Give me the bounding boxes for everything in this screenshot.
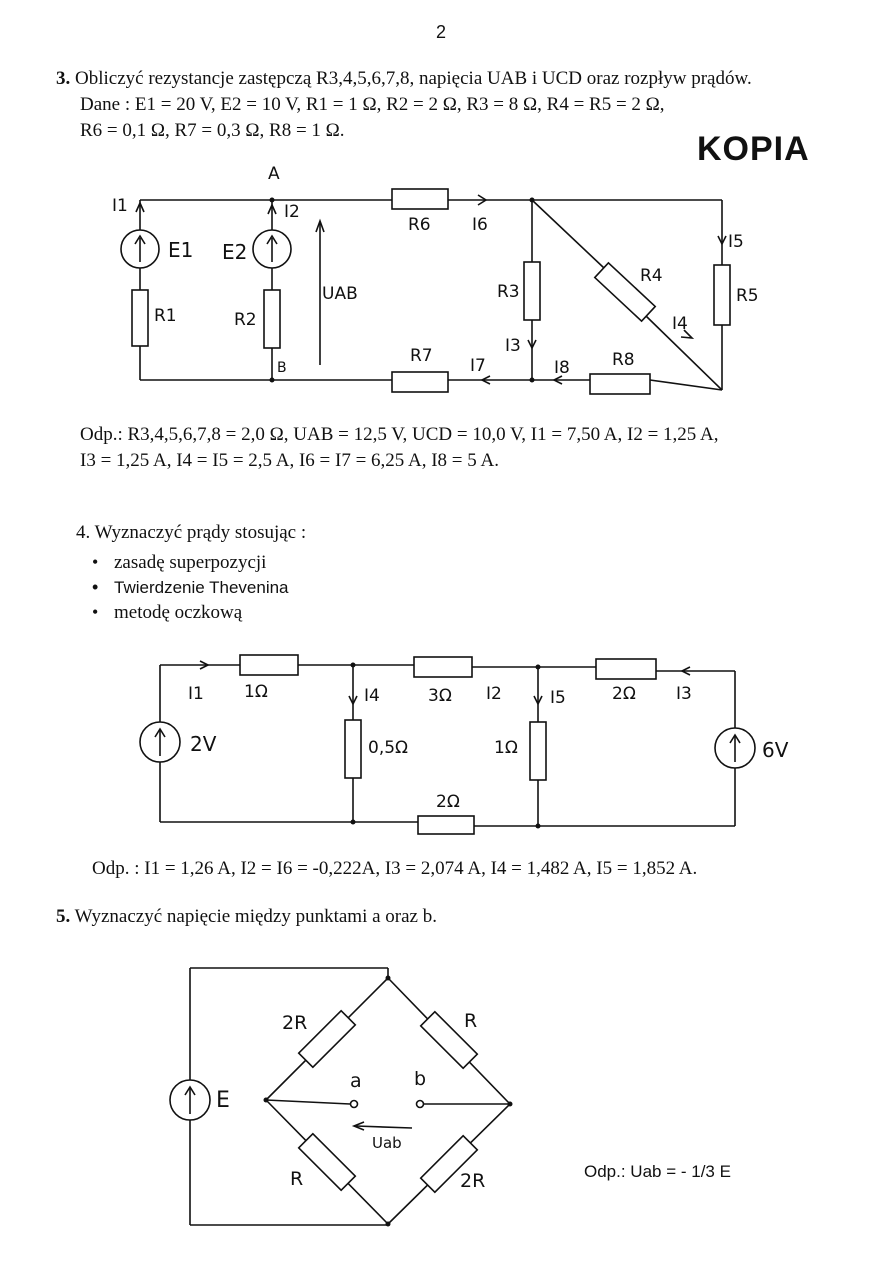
c5-2r-bot-label: 2R xyxy=(460,1170,486,1192)
c4-2v-label: 2V xyxy=(190,732,217,756)
method-superposition: zasadę superpozycji xyxy=(92,550,289,575)
page-number: 2 xyxy=(436,22,447,42)
method-mesh: metodę oczkową xyxy=(92,600,289,625)
c5-uab-label: Uab xyxy=(372,1134,402,1152)
problem-5-answer: Odp.: Uab = - 1/3 E xyxy=(584,1162,731,1181)
r6-label: R6 xyxy=(408,215,431,235)
c5-r-bot-label: R xyxy=(290,1168,304,1190)
problem-3-data-line: Dane : E1 = 20 V, E2 = 10 V, R1 = 1 Ω, R… xyxy=(80,94,665,115)
problem-4-number: 4. xyxy=(76,522,91,543)
point-b-label: b xyxy=(414,1068,427,1090)
i3-label: I3 xyxy=(505,336,521,356)
c5-e-label: E xyxy=(216,1088,230,1113)
problem-3-statement: Obliczyć rezystancje zastępczą R3,4,5,6,… xyxy=(75,68,752,89)
c4-i2-label: I2 xyxy=(486,684,502,704)
c5-r-top-label: R xyxy=(464,1010,478,1032)
r4-label: R4 xyxy=(640,266,663,286)
c4-r05-label: 0,5Ω xyxy=(368,738,409,758)
uab-label: UAB xyxy=(322,284,358,304)
r1-label: R1 xyxy=(154,306,177,326)
method-thevenin: Twierdzenie Thevenina xyxy=(92,575,289,600)
i8-label: I8 xyxy=(554,358,570,378)
problem-4-answer: Odp. : I1 = 1,26 A, I2 = I6 = -0,222A, I… xyxy=(92,858,698,879)
problem-5-title: Wyznaczyć napięcie między punktami a ora… xyxy=(74,906,437,927)
i1-label: I1 xyxy=(112,196,128,216)
problem-4-heading: 4. Wyznaczyć prądy stosując : xyxy=(76,522,306,544)
kopia-stamp: KOPIA xyxy=(697,130,810,168)
r8-label: R8 xyxy=(612,350,635,370)
i7-label: I7 xyxy=(470,356,486,376)
problem-4-method-list: zasadę superpozycji Twierdzenie Thevenin… xyxy=(92,550,289,625)
e1-label: E1 xyxy=(168,238,194,262)
c4-i4-label: I4 xyxy=(364,686,380,706)
e2-label: E2 xyxy=(222,240,248,264)
c4-r2b-label: 2Ω xyxy=(436,792,460,812)
problem-5-number: 5. xyxy=(56,906,71,927)
c4-r3-label: 3Ω xyxy=(428,686,452,706)
r7-label: R7 xyxy=(410,346,433,366)
problem-4-title: Wyznaczyć prądy stosując : xyxy=(94,522,307,543)
c4-6v-label: 6V xyxy=(762,738,789,762)
c4-i1-label: I1 xyxy=(188,684,204,704)
c4-r1-label: 1Ω xyxy=(244,682,268,702)
i4-label: I4 xyxy=(672,314,688,334)
c4-r2-label: 2Ω xyxy=(612,684,636,704)
r2-label: R2 xyxy=(234,310,257,330)
c5-2r-top-label: 2R xyxy=(282,1012,308,1034)
r3-label: R3 xyxy=(497,282,520,302)
problem-3-number: 3. xyxy=(56,68,71,89)
c4-i5-label: I5 xyxy=(550,688,566,708)
r5-label: R5 xyxy=(736,286,759,306)
problem-3-answer-line1: Odp.: R3,4,5,6,7,8 = 2,0 Ω, UAB = 12,5 V… xyxy=(80,424,719,445)
problem-5-heading: 5. Wyznaczyć napięcie między punktami a … xyxy=(56,906,437,928)
node-b-label: B xyxy=(277,360,287,376)
point-a-label: a xyxy=(350,1070,362,1092)
c4-r1b-label: 1Ω xyxy=(494,738,518,758)
problem-3-answer-line2: I3 = 1,25 A, I4 = I5 = 2,5 A, I6 = I7 = … xyxy=(80,450,499,471)
i6-label: I6 xyxy=(472,215,488,235)
i2-label: I2 xyxy=(284,202,300,222)
problem-3-data-line2: R6 = 0,1 Ω, R7 = 0,3 Ω, R8 = 1 Ω. xyxy=(80,120,345,141)
c4-i3-label: I3 xyxy=(676,684,692,704)
node-a-label: A xyxy=(268,164,280,184)
problem-3-line1: 3. Obliczyć rezystancje zastępczą R3,4,5… xyxy=(56,68,752,90)
i5-label: I5 xyxy=(728,232,744,252)
